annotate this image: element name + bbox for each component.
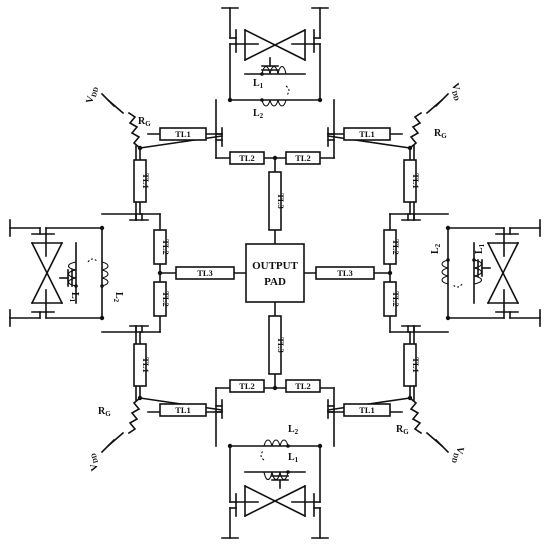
tl3-label: TL3 bbox=[276, 337, 286, 353]
tl1-label: TL1 bbox=[175, 129, 191, 139]
tl2-label: TL2 bbox=[295, 381, 311, 391]
inductor-l1-label: L1 bbox=[288, 452, 299, 464]
tl2-left-lower bbox=[153, 281, 167, 317]
inductor-l2-label: L2 bbox=[288, 424, 299, 436]
tl3-label: TL3 bbox=[197, 268, 213, 278]
vdd-label: VDD bbox=[448, 82, 464, 102]
tl2-label: TL2 bbox=[391, 239, 401, 255]
tl1-bottom-left bbox=[159, 403, 207, 417]
inductor-l2-label: L2 bbox=[253, 108, 264, 120]
resistor-label: RG bbox=[434, 128, 447, 140]
tl1-top-left bbox=[159, 127, 207, 141]
inductor-l1-label: L1 bbox=[474, 243, 486, 254]
tl2-right-upper bbox=[383, 229, 397, 265]
tl2-label: TL2 bbox=[161, 291, 171, 307]
resistor-label: RG bbox=[138, 116, 151, 128]
tl2-label: TL2 bbox=[391, 291, 401, 307]
tl3-left bbox=[175, 266, 235, 280]
inductor-l1-label: L1 bbox=[68, 292, 80, 303]
vdd-label: VDD bbox=[86, 452, 102, 472]
tl1-label: TL1 bbox=[411, 173, 421, 189]
output-pad-label-2: PAD bbox=[264, 276, 286, 288]
tl1-bottom-right bbox=[343, 403, 391, 417]
tl3-right bbox=[315, 266, 375, 280]
tl2-right-lower bbox=[383, 281, 397, 317]
tl2-label: TL2 bbox=[161, 239, 171, 255]
vdd-label: VDD bbox=[84, 85, 100, 105]
tl1-label: TL1 bbox=[359, 129, 375, 139]
tl3-top bbox=[268, 171, 282, 231]
tl-labels: TL1 TL1 TL1 TL1 TL1 TL1 TL1 TL1 TL2 TL2 … bbox=[141, 129, 421, 415]
tl1-left-lower bbox=[133, 343, 147, 387]
vdd-label: VDD bbox=[450, 445, 466, 465]
tl1-right-upper bbox=[403, 159, 417, 203]
tl3-bottom bbox=[268, 315, 282, 375]
tl2-left-upper bbox=[153, 229, 167, 265]
transmission-lines bbox=[133, 127, 417, 417]
tl1-label: TL1 bbox=[175, 405, 191, 415]
tl2-bottom-right bbox=[285, 379, 321, 393]
resistor-label: RG bbox=[396, 424, 409, 436]
tl2-label: TL2 bbox=[295, 153, 311, 163]
tl3-label: TL3 bbox=[337, 268, 353, 278]
tl3-label: TL3 bbox=[276, 193, 286, 209]
inductor-l2-label: L2 bbox=[112, 292, 124, 303]
output-pad-label-1: OUTPUT bbox=[252, 260, 299, 272]
tl1-right-lower bbox=[403, 343, 417, 387]
feed-network bbox=[100, 92, 450, 454]
inductor-l2-label: L2 bbox=[430, 243, 442, 254]
component-labels: RG RG RG RG VDD VDD VDD VDD L1 L2 L2 L1 … bbox=[68, 78, 486, 472]
output-pad bbox=[245, 243, 305, 303]
tl2-label: TL2 bbox=[239, 381, 255, 391]
tl1-label: TL1 bbox=[141, 357, 151, 373]
tl1-label: TL1 bbox=[141, 173, 151, 189]
tl1-left-upper bbox=[133, 159, 147, 203]
tl2-label: TL2 bbox=[239, 153, 255, 163]
tl2-top-left bbox=[229, 151, 265, 165]
tl2-bottom-left bbox=[229, 379, 265, 393]
tl1-label: TL1 bbox=[359, 405, 375, 415]
tl1-top-right bbox=[343, 127, 391, 141]
tl1-label: TL1 bbox=[411, 357, 421, 373]
tl2-top-right bbox=[285, 151, 321, 165]
resistor-label: RG bbox=[98, 406, 111, 418]
inductor-l1-label: L1 bbox=[253, 78, 264, 90]
